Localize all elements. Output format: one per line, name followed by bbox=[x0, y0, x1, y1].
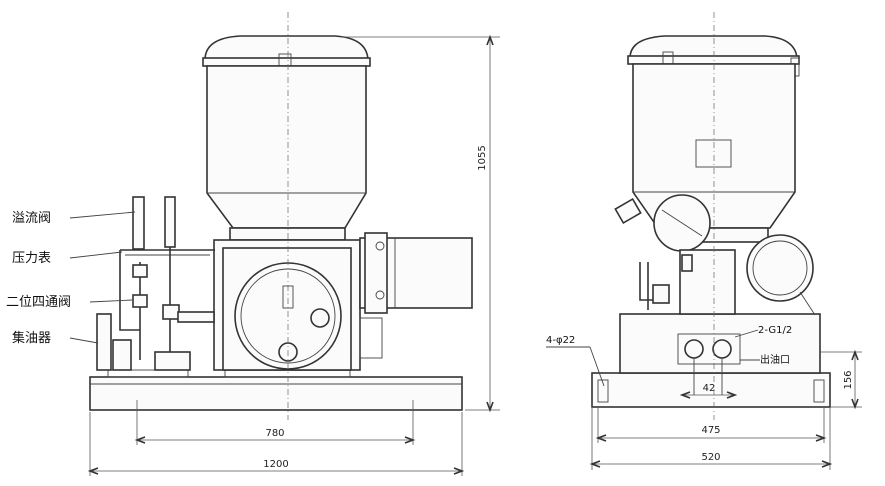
front-lid bbox=[204, 35, 369, 61]
side-view: 2-G1/2 出油口 4-φ22 42 156 475 520 bbox=[546, 12, 862, 470]
dim-front-height: 1055 bbox=[477, 145, 488, 170]
front-oil-collector bbox=[96, 313, 112, 371]
label-pressure-gauge: 压力表 bbox=[12, 251, 51, 266]
label-overflow-valve: 溢流阀 bbox=[12, 211, 51, 226]
front-two-position-valve bbox=[154, 351, 191, 371]
dim-side-base-height: 156 bbox=[843, 370, 854, 389]
dim-front-total-width: 1200 bbox=[263, 459, 288, 470]
label-outlet-text: 出油口 bbox=[760, 353, 790, 366]
label-oil-collector: 集油器 bbox=[12, 330, 51, 346]
dim-front-inner-width: 780 bbox=[265, 428, 284, 439]
side-pump-block bbox=[619, 313, 821, 374]
side-sight-window bbox=[695, 139, 732, 168]
side-motor-end bbox=[746, 234, 814, 302]
front-base bbox=[89, 376, 463, 411]
dim-side-total-width: 520 bbox=[701, 452, 720, 463]
label-mounting-holes: 4-φ22 bbox=[546, 335, 575, 346]
front-overflow-valve bbox=[132, 196, 145, 250]
label-two-position-valve: 二位四通阀 bbox=[6, 295, 71, 310]
label-outlet-port: 2-G1/2 bbox=[758, 325, 792, 336]
front-tank bbox=[206, 65, 367, 229]
front-view: 溢流阀 压力表 二位四通阀 集油器 1055 780 1200 bbox=[6, 12, 500, 476]
side-lid bbox=[629, 35, 798, 59]
dim-side-inner-width: 475 bbox=[701, 425, 720, 436]
dim-side-port-spacing: 42 bbox=[703, 383, 716, 394]
side-base bbox=[591, 372, 831, 408]
